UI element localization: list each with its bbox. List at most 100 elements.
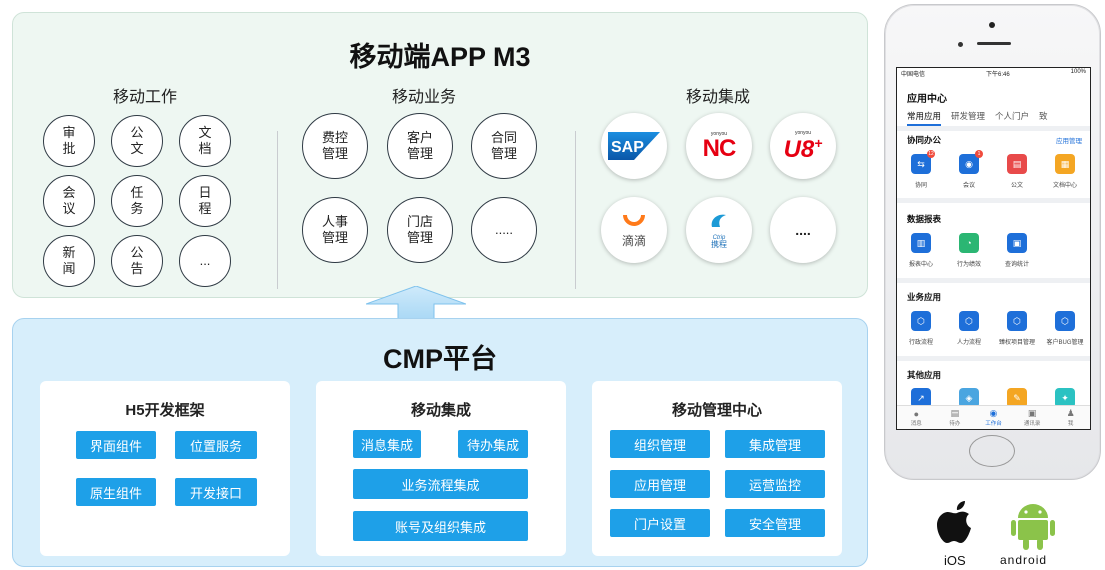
other-app-icon[interactable]: ↗: [911, 388, 931, 408]
work-item-document: 公文: [111, 115, 163, 167]
operations-monitor-button[interactable]: 运营监控: [725, 470, 825, 498]
cube-icon: ⬡: [1055, 311, 1075, 331]
app-query-stats[interactable]: ▣ 查询统计: [997, 233, 1037, 268]
location-service-button[interactable]: 位置服务: [175, 431, 257, 459]
mobile-integration-card: 移动集成 消息集成 待办集成 业务流程集成 账号及组织集成: [316, 381, 566, 556]
phone-sensor: [989, 22, 995, 28]
cube-icon: ⬡: [1007, 311, 1027, 331]
card-title: H5开发框架: [125, 402, 205, 419]
integration-management-button[interactable]: 集成管理: [725, 430, 825, 458]
business-item-store: 门店管理: [387, 197, 453, 263]
column-title-business: 移动业务: [391, 89, 456, 106]
column-title-integration: 移动集成: [685, 89, 750, 106]
status-bar: 中国电信 下午6:46 100%: [901, 69, 1086, 78]
tab-rd-management[interactable]: 研发管理: [951, 111, 986, 121]
business-item-hr: 人事管理: [302, 197, 368, 263]
app-report-center[interactable]: ▥ 报表中心: [901, 233, 941, 268]
card-title: 移动集成: [410, 402, 471, 419]
meeting-icon: ◉1: [959, 150, 983, 174]
tab-more[interactable]: 致: [1039, 111, 1048, 121]
portal-settings-button[interactable]: 门户设置: [610, 509, 710, 537]
screen-title: 应用中心: [907, 94, 947, 105]
app-collaboration[interactable]: ⇆12 协同: [901, 150, 941, 189]
app-performance[interactable]: ◔ 行为绩效: [949, 233, 989, 268]
work-item-task: 任务: [111, 175, 163, 227]
work-item-notice: 公告: [111, 235, 163, 287]
document-icon: ▤: [1007, 154, 1027, 174]
work-item-more: ...: [179, 235, 231, 287]
phone-mockup: 中国电信 下午6:46 100% 应用中心 常用应用 研发管理 个人门户 致 协…: [884, 4, 1101, 480]
work-item-approval: 审批: [43, 115, 95, 167]
app-hr-flow[interactable]: ⬡ 人力流程: [949, 311, 989, 346]
svg-text:SAP: SAP: [611, 139, 644, 156]
tab-personal-portal[interactable]: 个人门户: [995, 111, 1030, 121]
column-divider: [575, 131, 576, 289]
section-title: 数据报表: [907, 214, 942, 224]
app-admin-flow[interactable]: ⬡ 行政流程: [901, 311, 941, 346]
section-title: 其他应用: [907, 370, 942, 380]
section-separator: [897, 356, 1090, 361]
dev-interface-button[interactable]: 开发接口: [175, 478, 257, 506]
app-doc-center[interactable]: ▦ 文档中心: [1045, 154, 1085, 189]
android-label: android: [1000, 553, 1048, 567]
screen-tabs: 常用应用 研发管理 个人门户 致: [907, 110, 1087, 126]
yonyou-u8-logo: yonyou U8+: [770, 113, 836, 179]
other-app-icon[interactable]: ✎: [1007, 388, 1027, 408]
tab-common-apps[interactable]: 常用应用: [907, 110, 942, 126]
report-icon: ▥: [911, 233, 931, 253]
app-customer-bug[interactable]: ⬡ 客户BUG管理: [1045, 311, 1085, 346]
app-management-button[interactable]: 应用管理: [610, 470, 710, 498]
home-button[interactable]: [969, 435, 1015, 467]
app-project-management[interactable]: ⬡ 臻权项目管理: [997, 311, 1037, 346]
other-app-icon[interactable]: ✦: [1055, 388, 1075, 408]
work-item-file: 文档: [179, 115, 231, 167]
apple-logo-icon: [937, 501, 971, 543]
work-item-meeting: 会议: [43, 175, 95, 227]
up-arrow-icon: [366, 286, 466, 320]
tab-message[interactable]: ●消息: [910, 409, 922, 427]
ios-label: iOS: [944, 553, 966, 568]
native-components-button[interactable]: 原生组件: [76, 478, 156, 506]
card-title: 移动管理中心: [671, 402, 762, 419]
cube-icon: ⬡: [959, 311, 979, 331]
app-title: 移动端APP M3: [349, 42, 531, 72]
business-item-contract: 合同管理: [471, 113, 537, 179]
bottom-tab-bar: ●消息 ▤待办 ◉工作台 ▣通讯录 ♟我: [897, 405, 1090, 429]
h5-framework-card: H5开发框架 界面组件 位置服务 原生组件 开发接口: [40, 381, 290, 556]
tab-workbench[interactable]: ◉工作台: [985, 408, 1002, 427]
business-item-expense: 费控管理: [302, 113, 368, 179]
business-item-customer: 客户管理: [387, 113, 453, 179]
section-title: 业务应用: [907, 292, 942, 302]
tab-contacts[interactable]: ▣通讯录: [1023, 408, 1041, 427]
app-official-doc[interactable]: ▤ 公文: [997, 154, 1037, 189]
phone-screen: 中国电信 下午6:46 100% 应用中心 常用应用 研发管理 个人门户 致 协…: [896, 67, 1091, 430]
didi-logo: 滴滴: [601, 197, 667, 263]
account-org-integration-button[interactable]: 账号及组织集成: [353, 511, 528, 541]
integration-more: ....: [770, 197, 836, 263]
yonyou-nc-logo: yonyou NC: [686, 113, 752, 179]
sap-logo: SAP: [601, 113, 667, 179]
section-separator: [897, 198, 1090, 203]
business-item-more: .....: [471, 197, 537, 263]
cube-icon: ⬡: [911, 311, 931, 331]
phone-camera: [958, 42, 963, 47]
app-management-link[interactable]: 应用管理: [1056, 138, 1082, 145]
tab-todo[interactable]: ▤待办: [949, 408, 961, 427]
todo-integration-button[interactable]: 待办集成: [458, 430, 528, 458]
performance-icon: ◔: [959, 233, 979, 253]
column-divider: [277, 131, 278, 289]
column-title-work: 移动工作: [112, 89, 177, 106]
file-icon: ▦: [1055, 154, 1075, 174]
workflow-integration-button[interactable]: 业务流程集成: [353, 469, 528, 499]
mobile-app-panel: 移动端APP M3 移动工作 移动业务 移动集成 审批 公文 文档 会议 任务 …: [12, 12, 868, 298]
section-separator: [897, 278, 1090, 283]
org-management-button[interactable]: 组织管理: [610, 430, 710, 458]
other-app-icon[interactable]: ◈: [959, 388, 979, 408]
stats-icon: ▣: [1007, 233, 1027, 253]
ctrip-logo: Ctrip 携程: [686, 197, 752, 263]
tab-me[interactable]: ♟我: [1066, 408, 1075, 427]
ui-components-button[interactable]: 界面组件: [76, 431, 156, 459]
security-management-button[interactable]: 安全管理: [725, 509, 825, 537]
app-meeting[interactable]: ◉1 会议: [949, 150, 989, 189]
message-integration-button[interactable]: 消息集成: [353, 430, 421, 458]
